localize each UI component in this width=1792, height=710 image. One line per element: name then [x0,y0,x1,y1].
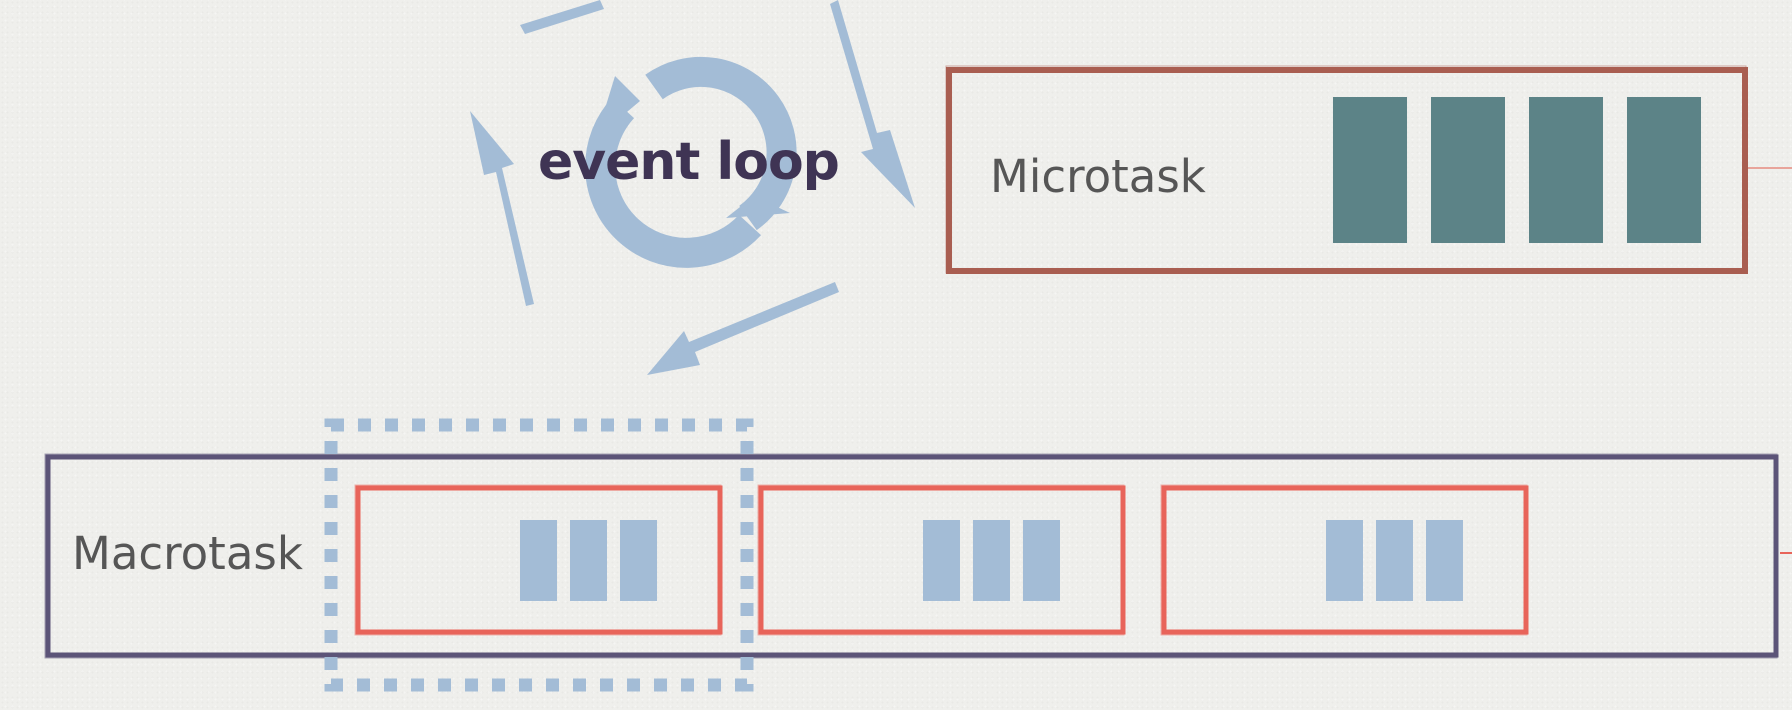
macrotask-subtask-bar [1376,520,1413,601]
macrotask-subtask-bar [1023,520,1060,601]
event-loop-title: event loop [538,132,840,192]
microtask-item [1333,97,1407,243]
macrotask-task-groups [354,484,1529,636]
loop-arrows [470,0,915,375]
macrotask-item [354,484,723,636]
microtask-box [945,65,1792,274]
microtask-items [1333,97,1701,243]
arrow-down-right [830,0,915,208]
macrotask-subtask-bar [520,520,557,601]
arrow-top-left [520,0,604,34]
macrotask-item-border-rough [757,484,1125,636]
microtask-item [1431,97,1505,243]
microtask-item [1627,97,1701,243]
refresh-arrowhead-right [726,196,790,218]
refresh-arc-right [645,56,797,231]
refresh-cycle-icon [585,56,797,268]
macrotask-item-border [1161,485,1529,635]
arrow-bottom [647,282,839,375]
macrotask-item-border-rough [1160,484,1528,636]
refresh-arc-left [585,97,762,268]
macrotask-subtask-bar [1326,520,1363,601]
macrotask-subtask-bar [620,520,657,601]
macrotask-subtask-bar [973,520,1010,601]
refresh-arrowheads [596,76,790,218]
macrotask-item-border [758,485,1126,635]
macrotask-item-border-rough [354,484,722,636]
macrotask-item [1160,484,1529,636]
current-task-highlight [324,418,754,692]
macrotask-item-border [355,485,723,635]
arrow-up-left [470,111,534,306]
macrotask-item [757,484,1126,636]
refresh-arrowhead-left [596,76,640,138]
microtask-item [1529,97,1603,243]
microtask-label: Microtask [990,150,1206,203]
macrotask-subtask-bar [923,520,960,601]
macrotask-label: Macrotask [72,527,303,580]
macrotask-subtask-bar [1426,520,1463,601]
macrotask-subtask-bar [570,520,607,601]
macrotask-box [44,453,1792,659]
